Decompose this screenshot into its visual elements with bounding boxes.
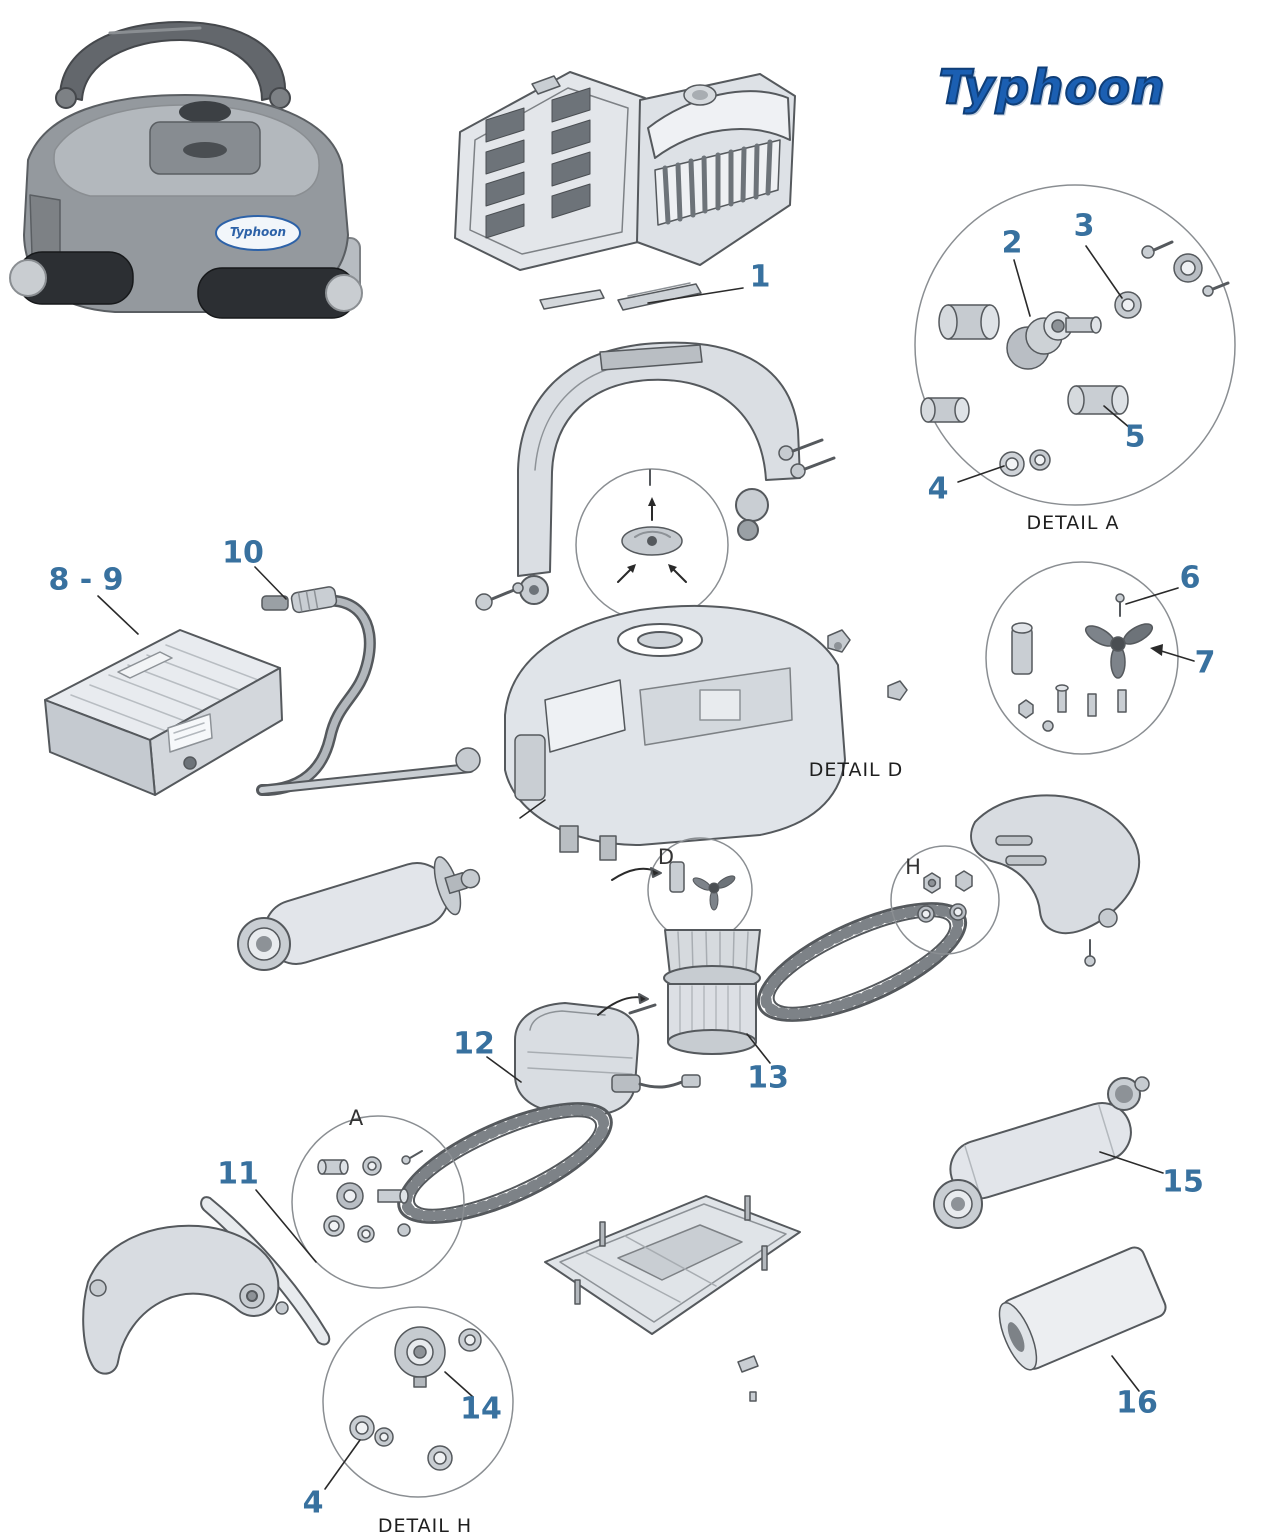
bottom-plate [544,1195,801,1402]
detail-a-label: DETAIL A [1026,512,1120,534]
cleaning-brushes-part-1 [539,282,702,311]
side-plate-left [82,1224,289,1375]
product-badge-text: Typhoon [229,225,287,239]
callout-12: 12 [453,1026,495,1062]
callout-15: 15 [1162,1164,1204,1200]
leader-lines [97,245,1195,1490]
callout-5: 5 [1124,419,1146,455]
typhoon-logo: Typhoon [937,60,1166,117]
detail-a-circle [914,184,1236,506]
callout-6: 6 [1179,560,1201,596]
callout-11: 11 [217,1156,259,1192]
roller-tube [998,1246,1167,1371]
brush-roller-left [237,856,481,971]
floating-hose [256,586,481,796]
section-letter-h: H [905,855,921,879]
detail-d-label: DETAIL D [808,759,904,781]
callout-8-9: 8 - 9 [48,562,124,598]
handle-arch [475,341,836,611]
filter-panel-left [454,71,646,271]
section-letter-d: D [657,845,675,869]
callout-16: 16 [1116,1385,1158,1421]
callout-13: 13 [747,1060,789,1096]
callout-10: 10 [222,535,264,571]
detail-h-circle [322,1306,514,1498]
callout-4-detail-a: 4 [927,471,949,507]
track-chain-left [397,1102,613,1224]
detail-d-circle [985,561,1179,755]
callout-4-detail-h: 4 [302,1485,324,1521]
side-plate-right [970,794,1141,967]
circle-h-marker [890,845,1000,955]
impeller-top-circle [575,468,729,622]
section-letter-a: A [348,1106,364,1130]
callout-14: 14 [460,1391,502,1427]
power-supply-box [44,629,283,796]
callout-1: 1 [749,259,771,295]
detail-h-label: DETAIL H [377,1515,473,1537]
product-photo [9,21,363,319]
motor-assembly [611,837,761,1055]
callout-3: 3 [1073,208,1095,244]
callout-2: 2 [1001,225,1023,261]
callout-7: 7 [1194,645,1216,681]
filter-panel-right [636,73,796,266]
track-chain-right [756,902,968,1022]
pump-block [514,993,701,1116]
body-shell [504,604,908,861]
brush-roller-right [933,1076,1150,1229]
circle-a-marker [291,1115,465,1289]
